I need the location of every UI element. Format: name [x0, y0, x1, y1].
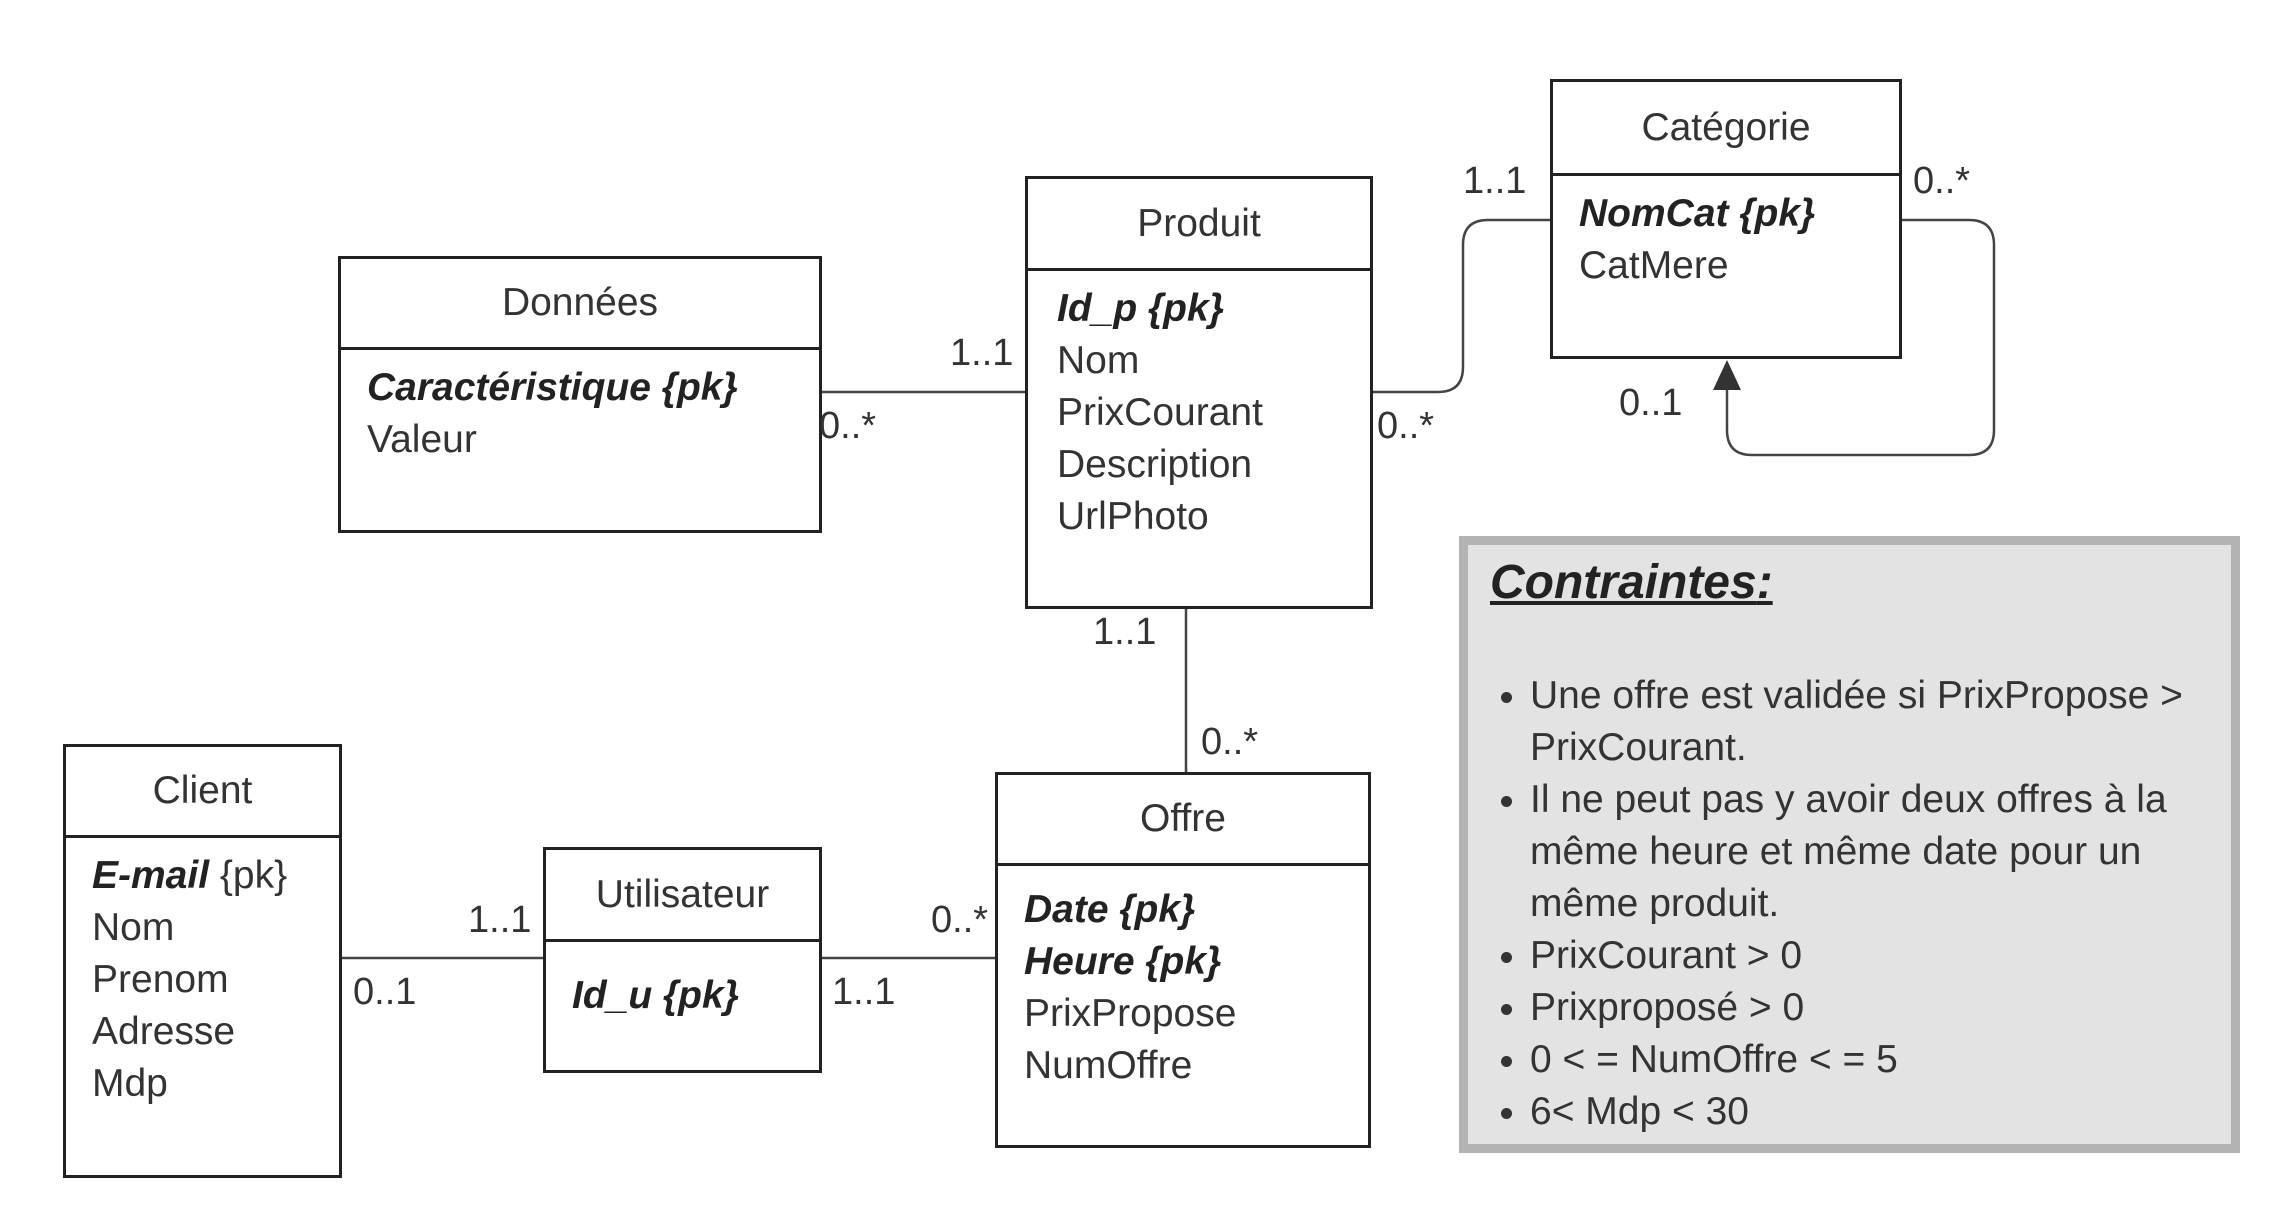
multiplicity-label: 1..1	[950, 332, 1014, 374]
constraints-title-text: Contraintes	[1490, 556, 1757, 609]
constraint-item: Une offre est validée si PrixPropose > P…	[1530, 670, 2230, 774]
assoc-categorie-self	[1725, 218, 1996, 457]
attribute-list: Id_p {pk} Nom PrixCourant Description Ur…	[1028, 271, 1370, 543]
entity-categorie[interactable]: Catégorie NomCat {pk} CatMere	[1550, 79, 1902, 359]
constraints-box: Contraintes: Une offre est validée si Pr…	[1459, 536, 2240, 1153]
attribute: Valeur	[367, 418, 477, 461]
constraint-item: Prixproposé > 0	[1530, 982, 2230, 1034]
multiplicity-label: 1..1	[1093, 611, 1157, 653]
attribute-list: Id_u {pk}	[546, 942, 819, 1022]
entity-title: Produit	[1028, 179, 1370, 271]
attribute-list: NomCat {pk} CatMere	[1553, 176, 1899, 292]
multiplicity-label: 0..1	[353, 971, 417, 1013]
attribute-pk: Id_p {pk}	[1057, 287, 1224, 330]
constraint-item: 6< Mdp < 30	[1530, 1086, 2230, 1138]
attribute: NumOffre	[1024, 1044, 1193, 1087]
entity-title: Client	[66, 747, 339, 838]
attribute: UrlPhoto	[1057, 495, 1209, 538]
multiplicity-label: 0..*	[1913, 160, 1971, 202]
entity-utilisateur[interactable]: Utilisateur Id_u {pk}	[543, 847, 822, 1073]
attribute: PrixPropose	[1024, 992, 1237, 1035]
multiplicity-label: 0..*	[819, 405, 877, 447]
constraints-title: Contraintes:	[1490, 555, 1773, 610]
multiplicity-label: 0..*	[1201, 721, 1259, 763]
attribute: Adresse	[92, 1010, 236, 1053]
constraints-title-colon: :	[1756, 556, 1773, 609]
attribute-pk: Heure {pk}	[1024, 940, 1222, 983]
attribute-list: Caractéristique {pk} Valeur	[341, 350, 819, 466]
categorie-self-arrowhead	[1713, 360, 1741, 390]
attribute: CatMere	[1579, 244, 1729, 287]
attribute-pk-name: E-mail	[92, 854, 210, 897]
attribute-pk: E-mail {pk}	[92, 850, 339, 902]
attribute: Description	[1057, 443, 1253, 486]
entity-title: Offre	[998, 775, 1368, 866]
assoc-produit-categorie	[1371, 218, 1552, 394]
multiplicity-label: 1..1	[832, 971, 896, 1013]
entity-produit[interactable]: Produit Id_p {pk} Nom PrixCourant Descri…	[1025, 176, 1373, 609]
entity-title: Utilisateur	[546, 850, 819, 942]
multiplicity-label: 1..1	[468, 899, 532, 941]
entity-donnees[interactable]: Données Caractéristique {pk} Valeur	[338, 256, 822, 533]
attribute: Nom	[1057, 339, 1140, 382]
entity-offre[interactable]: Offre Date {pk} Heure {pk} PrixPropose N…	[995, 772, 1371, 1148]
entity-title: Données	[341, 259, 819, 350]
attribute: Prenom	[92, 958, 229, 1001]
attribute-list: E-mail {pk} Nom Prenom Adresse Mdp	[66, 838, 339, 1110]
entity-client[interactable]: Client E-mail {pk} Nom Prenom Adresse Md…	[63, 744, 342, 1178]
entity-title: Catégorie	[1553, 82, 1899, 176]
attribute: Nom	[92, 906, 175, 949]
attribute-pk: Caractéristique {pk}	[367, 366, 738, 409]
attribute: PrixCourant	[1057, 391, 1263, 434]
constraint-item: 0 < = NumOffre < = 5	[1530, 1034, 2230, 1086]
multiplicity-label: 0..*	[1377, 405, 1435, 447]
attribute-list: Date {pk} Heure {pk} PrixPropose NumOffr…	[998, 866, 1368, 1092]
attribute-pk-tag: {pk}	[219, 854, 288, 897]
attribute-pk: Id_u {pk}	[572, 974, 739, 1017]
multiplicity-label: 0..1	[1619, 382, 1683, 424]
attribute: Mdp	[92, 1062, 168, 1105]
constraint-item: Il ne peut pas y avoir deux offres à la …	[1530, 774, 2230, 930]
constraint-item: PrixCourant > 0	[1530, 930, 2230, 982]
multiplicity-label: 0..*	[931, 899, 989, 941]
multiplicity-label: 1..1	[1463, 160, 1527, 202]
attribute-pk: Date {pk}	[1024, 888, 1196, 931]
attribute-pk: NomCat {pk}	[1579, 192, 1816, 235]
constraints-list: Une offre est validée si PrixPropose > P…	[1504, 670, 2230, 1138]
